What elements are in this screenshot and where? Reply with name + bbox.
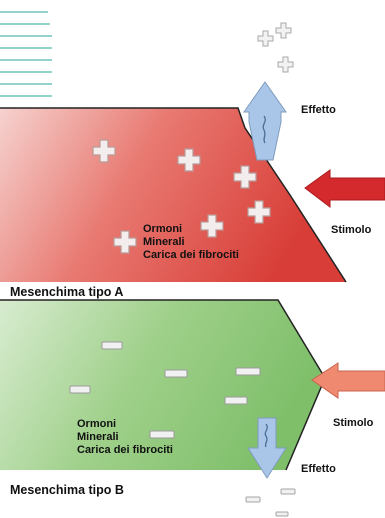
minus-icons-floating xyxy=(245,488,296,517)
stimulus-arrow-a-icon xyxy=(304,169,385,209)
panel-a-title: Mesenchima tipo A xyxy=(10,285,124,299)
content-item-b-fibrocytes: Carica dei fibrociti xyxy=(77,444,173,456)
effect-arrow-up-icon xyxy=(243,81,287,161)
minus-icons-panel-b xyxy=(69,341,261,439)
panel-b xyxy=(0,299,326,471)
stimulus-label-a: Stimolo xyxy=(331,224,372,236)
stimulus-label-b: Stimolo xyxy=(333,417,374,429)
effect-label-a: Effetto xyxy=(301,104,336,116)
content-item-a-hormones: Ormoni xyxy=(143,223,183,235)
plus-icons-floating xyxy=(257,22,294,73)
content-list-b: Ormoni Minerali Carica dei fibrociti xyxy=(77,418,173,457)
content-item-b-minerals: Minerali xyxy=(77,431,119,443)
content-item-b-hormones: Ormoni xyxy=(77,418,117,430)
effect-label-b: Effetto xyxy=(301,463,336,475)
plus-icons-panel-a xyxy=(92,139,271,254)
content-list-a: Ormoni Minerali Carica dei fibrociti xyxy=(143,223,239,262)
effect-arrow-down-icon xyxy=(247,417,287,479)
content-item-a-fibrocytes: Carica dei fibrociti xyxy=(143,249,239,261)
panel-b-shape xyxy=(0,300,325,470)
content-item-a-minerals: Minerali xyxy=(143,236,185,248)
panel-b-title: Mesenchima tipo B xyxy=(10,483,124,497)
stimulus-arrow-b-icon xyxy=(311,362,385,399)
